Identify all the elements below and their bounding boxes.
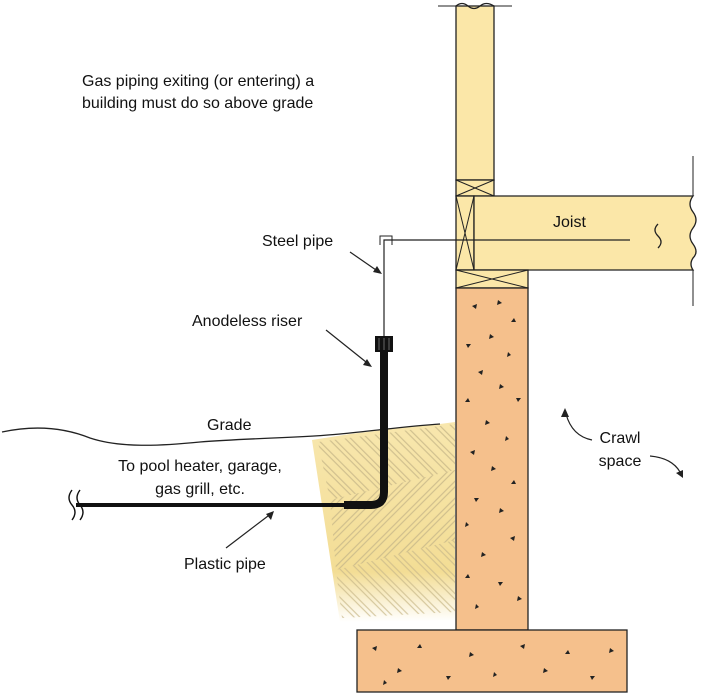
pool-heater-label-line-2: gas grill, etc. bbox=[155, 481, 245, 498]
sill-plate bbox=[455, 269, 529, 289]
pool-heater-label-line-1: To pool heater, garage, bbox=[118, 458, 282, 475]
rim-joist bbox=[455, 195, 475, 271]
steel-pipe-label: Steel pipe bbox=[262, 233, 334, 250]
joist bbox=[473, 156, 697, 306]
backfill-soil bbox=[312, 422, 455, 622]
foundation-wall bbox=[455, 287, 529, 631]
footing bbox=[356, 629, 628, 693]
rim-blocking bbox=[455, 179, 495, 197]
note-line-2: building must do so above grade bbox=[82, 95, 314, 112]
anodeless-riser bbox=[344, 336, 393, 509]
plastic-pipe-label: Plastic pipe bbox=[184, 556, 266, 573]
leader-lines bbox=[225, 251, 382, 549]
grade-line bbox=[1, 423, 441, 446]
crawl-space-arrows bbox=[561, 408, 683, 478]
joist-label: Joist bbox=[553, 214, 586, 231]
steel-pipe bbox=[379, 235, 630, 345]
note-line-1: Gas piping exiting (or entering) a bbox=[82, 73, 315, 90]
plastic-pipe bbox=[68, 489, 346, 521]
wall-stud bbox=[438, 2, 512, 181]
grade-label: Grade bbox=[207, 417, 252, 434]
crawl-label: Crawl bbox=[599, 430, 641, 447]
space-label: space bbox=[598, 453, 642, 470]
anodeless-riser-label: Anodeless riser bbox=[192, 313, 303, 330]
